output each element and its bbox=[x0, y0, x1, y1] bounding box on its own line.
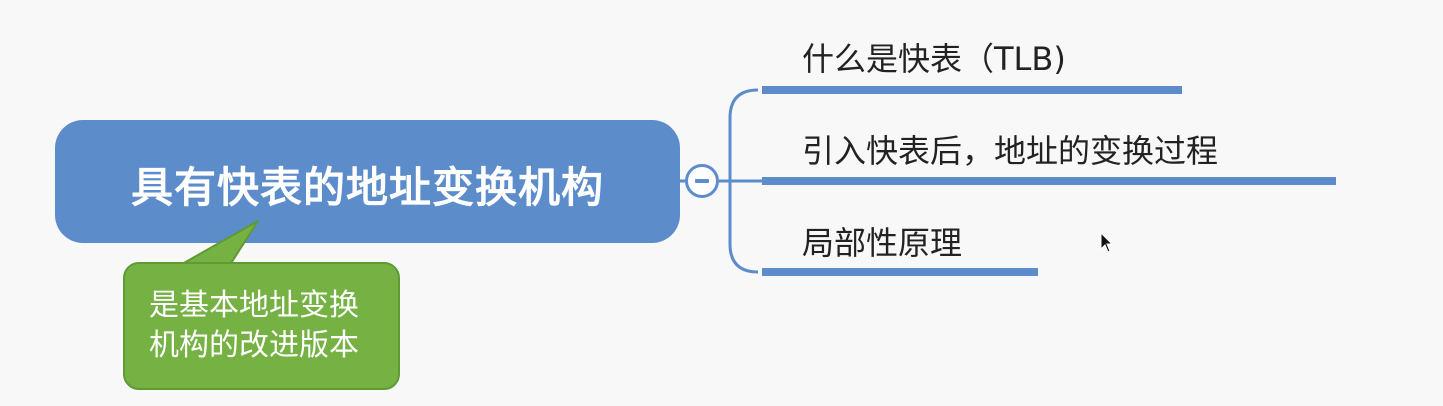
callout-line-1: 是基本地址变换 bbox=[149, 288, 359, 323]
callout-line-2: 机构的改进版本 bbox=[149, 328, 359, 363]
branch-label-address-translation[interactable]: 引入快表后，地址的变换过程 bbox=[802, 132, 1219, 170]
mouse-cursor-icon bbox=[1100, 232, 1114, 253]
trunk-line bbox=[728, 88, 759, 274]
root-topic-label: 具有快表的地址变换机构 bbox=[130, 163, 604, 212]
callout-note[interactable]: 是基本地址变换 机构的改进版本 bbox=[123, 262, 400, 390]
branch-underline-locality-principle bbox=[762, 268, 1038, 276]
branch-label-locality-principle[interactable]: 局部性原理 bbox=[802, 224, 963, 262]
root-topic[interactable]: 具有快表的地址变换机构 bbox=[55, 120, 680, 243]
minus-icon bbox=[695, 179, 709, 183]
branch-label-what-is-tlb[interactable]: 什么是快表（TLB) bbox=[802, 40, 1066, 78]
branch-underline-what-is-tlb bbox=[762, 86, 1182, 94]
collapse-toggle-button[interactable] bbox=[685, 164, 719, 198]
branch-underline-address-translation bbox=[762, 177, 1336, 185]
